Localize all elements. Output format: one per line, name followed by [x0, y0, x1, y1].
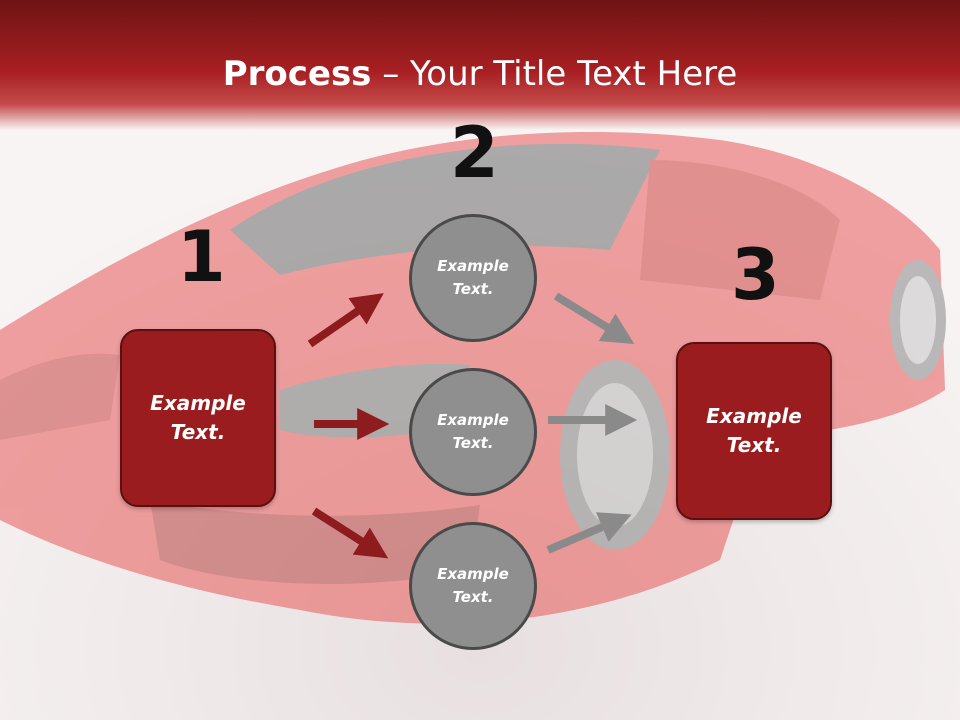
- step-number-2: 2: [450, 112, 499, 194]
- arrow-gray-up: [546, 512, 632, 554]
- step-number-1: 1: [177, 216, 226, 298]
- circle-bottom-label: Example Text.: [437, 565, 509, 606]
- title-rest: – Your Title Text Here: [371, 54, 738, 94]
- step-number-3: 3: [731, 234, 780, 316]
- title-bold: Process: [222, 54, 372, 94]
- step-1-box[interactable]: Example Text.: [120, 329, 276, 507]
- step-2-circle-top[interactable]: Example Text.: [409, 214, 537, 342]
- step-2-circle-bottom[interactable]: Example Text.: [409, 522, 537, 650]
- arrow-red-up: [307, 293, 384, 348]
- step-3-box[interactable]: Example Text.: [676, 342, 832, 520]
- slide-title: Process – Your Title Text Here: [0, 52, 960, 96]
- step-3-label: Example Text.: [706, 404, 802, 457]
- step-2-circle-middle[interactable]: Example Text.: [409, 368, 537, 496]
- step-1-label: Example Text.: [150, 391, 246, 444]
- title-banner: [0, 0, 960, 130]
- arrow-gray-down: [553, 292, 635, 345]
- circle-middle-label: Example Text.: [437, 411, 509, 452]
- arrow-red-down: [311, 507, 389, 559]
- circle-top-label: Example Text.: [437, 257, 509, 298]
